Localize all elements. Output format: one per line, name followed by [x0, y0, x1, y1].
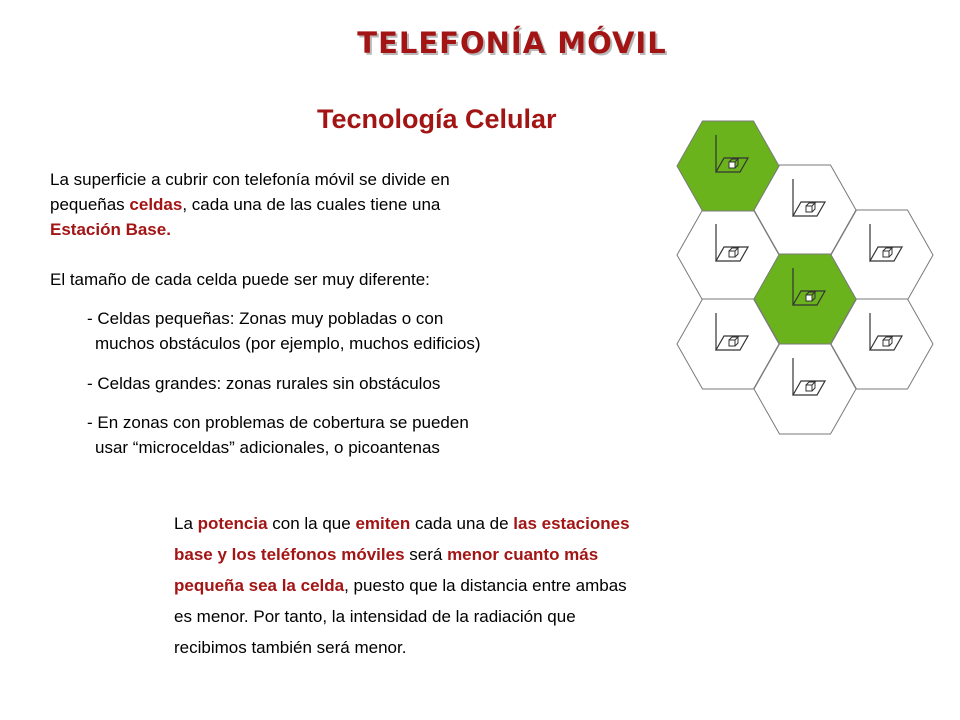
base-station-icon	[714, 313, 750, 351]
base-station-icon	[714, 224, 750, 262]
power-paragraph: La potencia con la que emiten cada una d…	[174, 508, 774, 663]
base-station-icon	[714, 135, 750, 173]
bullet-line: usar “microceldas” adicionales, o picoan…	[95, 438, 440, 457]
power-line-3: pequeña sea la celda, puesto que la dist…	[174, 570, 774, 601]
base-station-icon	[868, 224, 904, 262]
text: cada una de	[410, 514, 514, 533]
page-title: TELEFONÍA MÓVIL	[357, 26, 667, 60]
base-station-icon	[868, 313, 904, 351]
bullet-small-cells: - Celdas pequeñas: Zonas muy pobladas o …	[87, 306, 607, 356]
base-station-icon	[791, 358, 827, 396]
intro-paragraph: La superficie a cubrir con telefonía móv…	[50, 167, 570, 242]
base-moviles-highlight: base y los teléfonos móviles	[174, 545, 405, 564]
power-line-2: base y los teléfonos móviles será menor …	[174, 539, 774, 570]
intro-text: , cada una de las cuales tiene una	[182, 195, 441, 214]
cell-top	[676, 120, 780, 212]
power-line-1: La potencia con la que emiten cada una d…	[174, 508, 774, 539]
text: , puesto que la distancia entre ambas	[344, 576, 627, 595]
power-line-5: recibimos también será menor.	[174, 638, 407, 657]
pequena-celda-highlight: pequeña sea la celda	[174, 576, 345, 595]
intro-text: pequeñas	[50, 195, 130, 214]
emiten-highlight: emiten	[355, 514, 411, 533]
potencia-highlight: potencia	[197, 514, 268, 533]
text: con la que	[267, 514, 356, 533]
bullet-line: - Celdas pequeñas: Zonas muy pobladas o …	[87, 309, 444, 328]
bullet-large-cells: - Celdas grandes: zonas rurales sin obst…	[87, 371, 607, 396]
estaciones-highlight: las estaciones	[513, 514, 630, 533]
estacion-base-highlight: Estación Base.	[50, 220, 171, 239]
base-station-icon	[791, 268, 827, 306]
celdas-highlight: celdas	[129, 195, 183, 214]
section-title: Tecnología Celular	[317, 104, 557, 134]
size-intro: El tamaño de cada celda puede ser muy di…	[50, 270, 430, 289]
text: será	[404, 545, 448, 564]
power-line-4: es menor. Por tanto, la intensidad de la…	[174, 607, 576, 626]
cell-center	[753, 253, 857, 345]
bullet-line: - En zonas con problemas de cobertura se…	[87, 413, 469, 432]
text: La	[174, 514, 198, 533]
cell-bottom	[753, 343, 857, 435]
bullet-line: muchos obstáculos (por ejemplo, muchos e…	[95, 334, 481, 353]
intro-line-1: La superficie a cubrir con telefonía móv…	[50, 170, 450, 189]
intro-line-2: pequeñas celdas, cada una de las cuales …	[50, 192, 570, 217]
base-station-icon	[791, 179, 827, 217]
bullet-line: - Celdas grandes: zonas rurales sin obst…	[87, 374, 441, 393]
menor-highlight: menor cuanto más	[447, 545, 599, 564]
bullet-microcells: - En zonas con problemas de cobertura se…	[87, 410, 607, 460]
